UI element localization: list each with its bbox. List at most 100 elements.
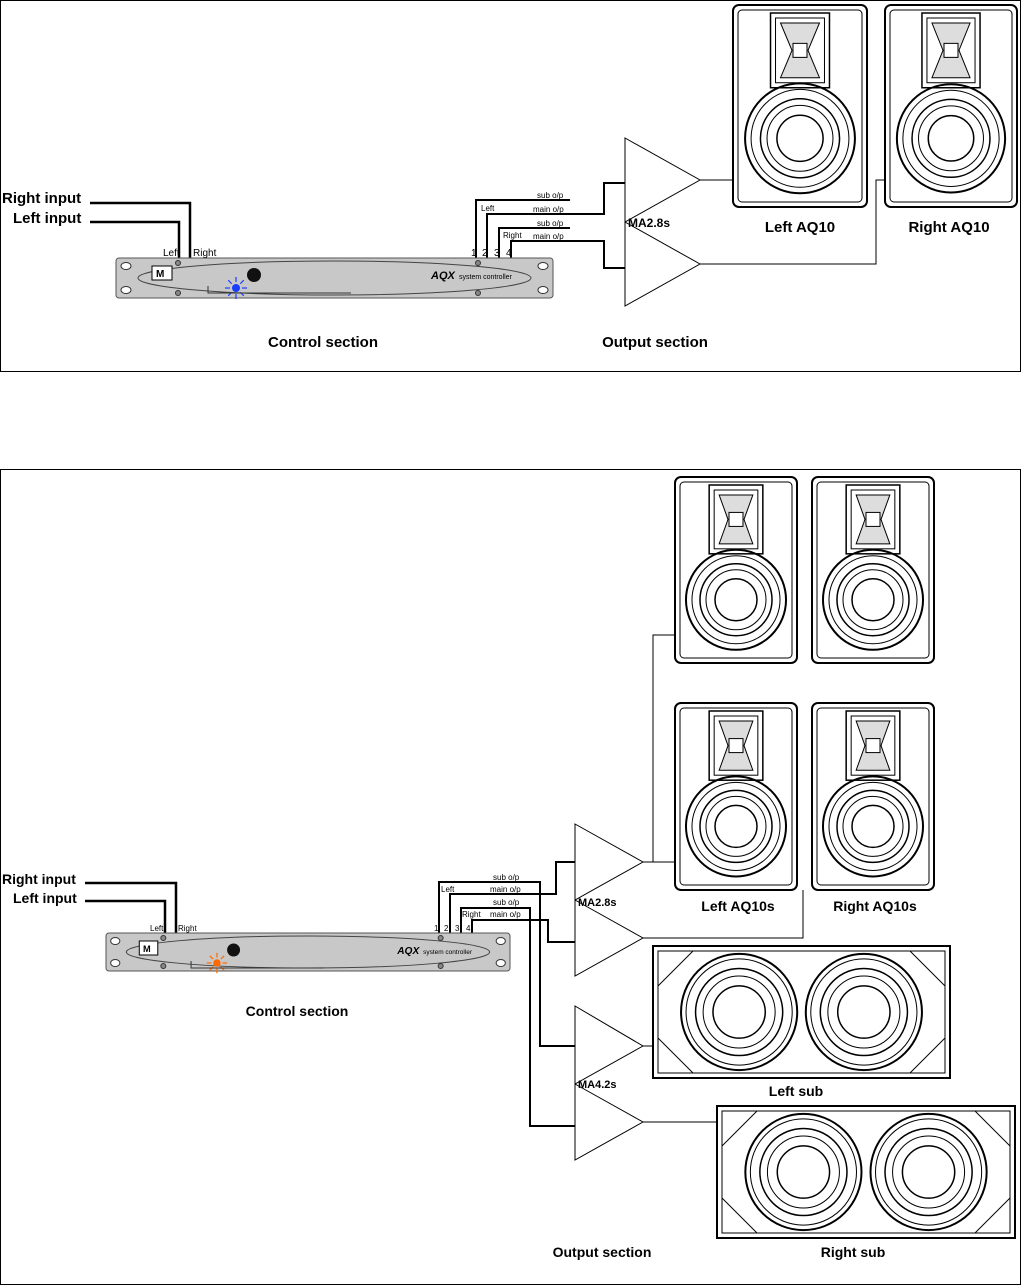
amp-sub-label: MA4.2s (578, 1079, 617, 1091)
jack-icon (160, 963, 167, 969)
main-op-label: main o/p (490, 910, 521, 919)
input-left-tag: Left (163, 248, 180, 259)
jack-icon (175, 290, 181, 296)
led-glow (209, 966, 214, 971)
driver-icon (792, 42, 808, 58)
cabinet-edge (889, 9, 1013, 203)
sub-op-label: sub o/p (537, 191, 564, 200)
knob-icon (227, 943, 241, 957)
left-sub-label: Left sub (769, 1083, 823, 1099)
corner (657, 950, 694, 987)
amplifier-ma42s (574, 1005, 645, 1161)
mount-hole (495, 959, 506, 967)
mount-hole (537, 262, 549, 270)
jack-icon (475, 290, 481, 296)
woofer-icon (895, 83, 1007, 194)
woofer-icon (759, 1127, 848, 1217)
right-subwoofer (716, 1105, 1016, 1239)
woofer-icon (819, 967, 909, 1057)
sub-edge (657, 950, 946, 1074)
woofer-icon (827, 975, 901, 1049)
horn-inner (713, 715, 759, 776)
cabinet (732, 4, 868, 208)
jack-icon (475, 260, 481, 266)
mount-hole (537, 286, 549, 294)
woofer-icon (705, 569, 767, 631)
woofer-icon (869, 1112, 988, 1232)
mount-hole (120, 262, 132, 270)
woofer-icon (712, 985, 767, 1039)
woofer-icon (836, 562, 910, 637)
woofer-icon (842, 795, 904, 857)
woofer-icon (828, 781, 918, 871)
controller-name: system controller (423, 949, 473, 956)
main-op-label: main o/p (533, 205, 564, 214)
sub-op-label: sub o/p (493, 898, 520, 907)
right-sub-label: Right sub (821, 1244, 886, 1260)
cabinet-edge (816, 481, 930, 659)
input-left-tag: Left (150, 924, 164, 933)
main-op-label: main o/p (490, 885, 521, 894)
output-num-3: 3 (494, 248, 500, 259)
left-input-label: Left input (13, 890, 77, 906)
woofer-icon (714, 578, 758, 622)
corner (909, 950, 946, 987)
amplifier-ma28s (624, 137, 702, 307)
woofer-icon (705, 795, 767, 857)
woofer-icon (685, 958, 793, 1066)
left-speaker-label: Left AQ10 (765, 219, 835, 236)
right-input-label: Right input (2, 871, 76, 887)
rack-panel (105, 932, 511, 972)
corner (974, 1197, 1011, 1234)
input-right-tag: Right (193, 248, 217, 259)
woofer-icon (702, 975, 776, 1049)
woofer-icon (927, 114, 975, 162)
woofer-icon (842, 569, 904, 631)
jack-icon (437, 935, 444, 941)
status-led-icon (232, 284, 240, 292)
output-right-tag: Right (503, 231, 522, 240)
woofer-icon (901, 1145, 956, 1199)
mount-hole (495, 937, 506, 945)
mount-hole (110, 959, 121, 967)
panel-trace (207, 286, 351, 294)
amplifier-ma28s (574, 823, 645, 977)
woofer-icon (759, 98, 841, 179)
woofer-icon (810, 958, 918, 1066)
woofer-icon (776, 114, 824, 163)
sub-cabinet (652, 945, 951, 1079)
logo-mark: M (143, 944, 151, 954)
right-speakers-label: Right AQ10s (833, 898, 917, 914)
woofer-icon (851, 804, 895, 849)
output-section-label: Output section (553, 1244, 652, 1260)
jack-icon (175, 260, 181, 266)
amp-main-label: MA2.8s (578, 897, 617, 909)
output-num-4: 4 (506, 248, 512, 259)
jack-icon (160, 935, 167, 941)
woofer-icon (821, 548, 925, 651)
woofer-icon (699, 562, 773, 637)
woofer-icon (744, 82, 856, 195)
amp-label: MA2.8s (628, 216, 670, 230)
output-left-tag: Left (481, 204, 495, 213)
control-section-label: Control section (268, 334, 378, 351)
right-aq10-speaker-lower (811, 702, 935, 891)
output-num-3: 3 (455, 924, 460, 933)
brand-logo: AQX (396, 946, 420, 957)
sub-op-label: sub o/p (537, 219, 564, 228)
led-glow (220, 966, 225, 971)
knob-icon (247, 268, 261, 282)
right-aq10-speaker-upper (811, 476, 935, 664)
woofer-icon (911, 98, 991, 179)
controller-name: system controller (459, 274, 513, 281)
left-subwoofer (652, 945, 951, 1079)
corner (721, 1197, 758, 1234)
output-left-tag: Left (441, 885, 455, 894)
sub-op-label: sub o/p (493, 873, 520, 882)
driver-icon (865, 738, 881, 754)
right-speaker-label: Right AQ10 (908, 219, 989, 236)
output-section-label: Output section (602, 334, 708, 351)
left-input-label: Left input (13, 210, 81, 227)
